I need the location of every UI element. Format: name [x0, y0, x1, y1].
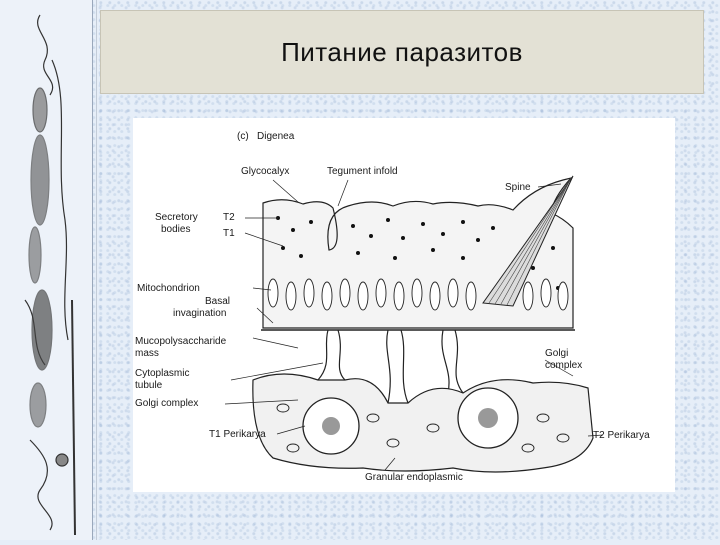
label-golgi-complex-left: Golgi complex — [135, 398, 198, 409]
tegument-diagram-svg: (c) Digenea — [133, 118, 675, 492]
label-granular-endoplasmic: Granular endoplasmic — [365, 472, 463, 483]
label-spine: Spine — [505, 182, 531, 193]
label-mitochondrion: Mitochondrion — [137, 283, 200, 294]
label-tubule: tubule — [135, 380, 163, 391]
label-invagination: invagination — [173, 308, 226, 319]
t2-nucleus — [458, 388, 518, 448]
label-t1-perikarya: T1 Perikarya — [209, 429, 266, 440]
panel-label: (c) — [237, 131, 249, 142]
label-mucopolysaccharide: Mucopolysaccharide — [135, 336, 227, 347]
label-t1: T1 — [223, 228, 235, 239]
strip-divider-inner — [96, 0, 97, 540]
label-mass: mass — [135, 348, 159, 359]
label-bodies: bodies — [161, 224, 190, 235]
tegument-diagram: (c) Digenea — [133, 118, 675, 492]
title-box: Питание паразитов — [100, 10, 704, 94]
label-t2: T2 — [223, 212, 235, 223]
parasite-illustrations — [0, 0, 92, 540]
label-secretory: Secretory — [155, 212, 198, 223]
label-basal: Basal — [205, 296, 230, 307]
strip-divider — [92, 0, 93, 540]
label-tegument-infold: Tegument infold — [327, 166, 398, 177]
label-t2-perikarya: T2 Perikarya — [593, 430, 650, 441]
slide-title: Питание паразитов — [281, 37, 523, 68]
label-golgi-right: Golgi — [545, 348, 568, 359]
label-complex-right: complex — [545, 360, 582, 371]
t1-nucleus — [303, 398, 359, 454]
group-label: Digenea — [257, 131, 295, 142]
decorative-sidebar — [0, 0, 92, 540]
label-cytoplasmic: Cytoplasmic — [135, 368, 189, 379]
label-glycocalyx: Glycocalyx — [241, 166, 289, 177]
